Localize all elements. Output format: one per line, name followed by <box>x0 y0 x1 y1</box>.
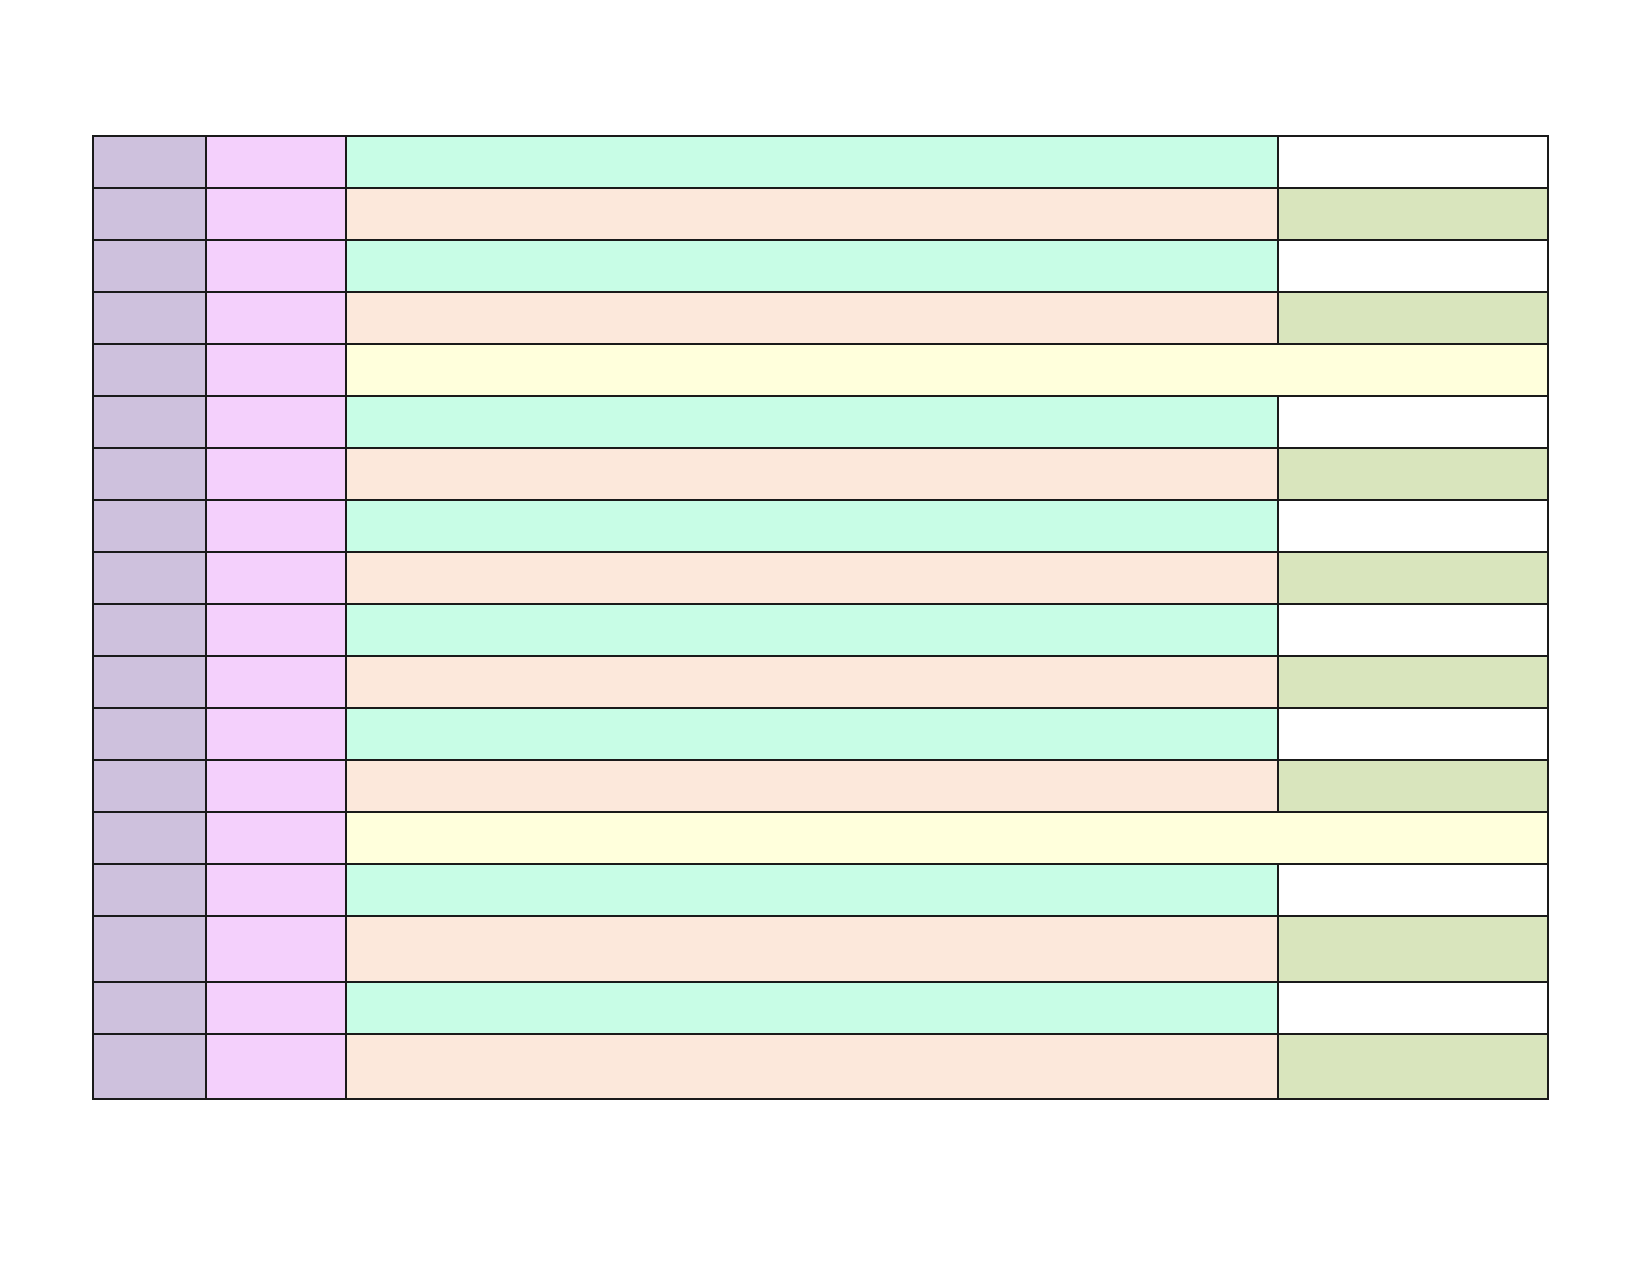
cell-col3[interactable] <box>345 447 1279 501</box>
cell-col3[interactable] <box>345 135 1279 189</box>
cell-col1[interactable] <box>92 551 207 605</box>
table-row <box>92 655 1549 709</box>
grid-body <box>92 135 1549 1100</box>
cell-col2[interactable] <box>205 603 347 657</box>
cell-col2[interactable] <box>205 239 347 293</box>
cell-col3[interactable] <box>345 551 1279 605</box>
cell-col2[interactable] <box>205 551 347 605</box>
cell-col1[interactable] <box>92 811 207 865</box>
cell-col2[interactable] <box>205 187 347 241</box>
cell-col1[interactable] <box>92 447 207 501</box>
cell-col3[interactable] <box>345 239 1279 293</box>
cell-col4[interactable] <box>1277 915 1549 983</box>
cell-col1[interactable] <box>92 135 207 189</box>
color-grid-table <box>92 135 1549 1100</box>
cell-col4[interactable] <box>1277 603 1549 657</box>
table-row <box>92 603 1549 657</box>
cell-col3[interactable] <box>345 395 1279 449</box>
cell-col3[interactable] <box>345 707 1279 761</box>
table-row <box>92 811 1549 865</box>
table-row <box>92 499 1549 553</box>
cell-col3[interactable] <box>345 915 1279 983</box>
cell-col2[interactable] <box>205 655 347 709</box>
cell-col4[interactable] <box>1277 239 1549 293</box>
cell-col1[interactable] <box>92 915 207 983</box>
cell-col3[interactable] <box>345 1033 1279 1100</box>
cell-col3[interactable] <box>345 603 1279 657</box>
table-row <box>92 187 1549 241</box>
table-row <box>92 707 1549 761</box>
table-row <box>92 395 1549 449</box>
cell-col3[interactable] <box>345 291 1279 345</box>
cell-col2[interactable] <box>205 343 347 397</box>
cell-col4[interactable] <box>1277 447 1549 501</box>
cell-col4[interactable] <box>1277 499 1549 553</box>
cell-col1[interactable] <box>92 499 207 553</box>
cell-col4[interactable] <box>1277 759 1549 813</box>
table-row <box>92 981 1549 1035</box>
table-row <box>92 759 1549 813</box>
cell-col1[interactable] <box>92 655 207 709</box>
cell-col2[interactable] <box>205 291 347 345</box>
cell-col2[interactable] <box>205 863 347 917</box>
cell-col3[interactable] <box>345 981 1279 1035</box>
cell-col3[interactable] <box>345 499 1279 553</box>
cell-col4[interactable] <box>1277 707 1549 761</box>
cell-col4[interactable] <box>1277 291 1549 345</box>
table-row <box>92 291 1549 345</box>
cell-col1[interactable] <box>92 395 207 449</box>
cell-col2[interactable] <box>205 499 347 553</box>
cell-col2[interactable] <box>205 1033 347 1100</box>
table-row <box>92 447 1549 501</box>
table-row <box>92 1033 1549 1100</box>
cell-col4[interactable] <box>1277 1033 1549 1100</box>
table-row <box>92 239 1549 293</box>
cell-col2[interactable] <box>205 915 347 983</box>
cell-col3[interactable] <box>345 187 1279 241</box>
cell-col1[interactable] <box>92 239 207 293</box>
cell-col1[interactable] <box>92 343 207 397</box>
cell-merged[interactable] <box>345 811 1549 865</box>
cell-col4[interactable] <box>1277 135 1549 189</box>
cell-col2[interactable] <box>205 707 347 761</box>
cell-col1[interactable] <box>92 707 207 761</box>
cell-col4[interactable] <box>1277 863 1549 917</box>
cell-col1[interactable] <box>92 187 207 241</box>
cell-col4[interactable] <box>1277 655 1549 709</box>
table-row <box>92 915 1549 983</box>
cell-col2[interactable] <box>205 981 347 1035</box>
cell-col2[interactable] <box>205 447 347 501</box>
cell-col1[interactable] <box>92 291 207 345</box>
cell-col1[interactable] <box>92 759 207 813</box>
cell-col3[interactable] <box>345 759 1279 813</box>
cell-col4[interactable] <box>1277 395 1549 449</box>
cell-col2[interactable] <box>205 395 347 449</box>
cell-col1[interactable] <box>92 1033 207 1100</box>
cell-col1[interactable] <box>92 603 207 657</box>
cell-col4[interactable] <box>1277 981 1549 1035</box>
cell-col2[interactable] <box>205 811 347 865</box>
table-row <box>92 343 1549 397</box>
cell-col4[interactable] <box>1277 187 1549 241</box>
table-row <box>92 551 1549 605</box>
cell-col3[interactable] <box>345 863 1279 917</box>
table-row <box>92 863 1549 917</box>
cell-col4[interactable] <box>1277 551 1549 605</box>
cell-col1[interactable] <box>92 981 207 1035</box>
cell-col2[interactable] <box>205 135 347 189</box>
cell-col3[interactable] <box>345 655 1279 709</box>
cell-col2[interactable] <box>205 759 347 813</box>
cell-col1[interactable] <box>92 863 207 917</box>
cell-merged[interactable] <box>345 343 1549 397</box>
table-row <box>92 135 1549 189</box>
